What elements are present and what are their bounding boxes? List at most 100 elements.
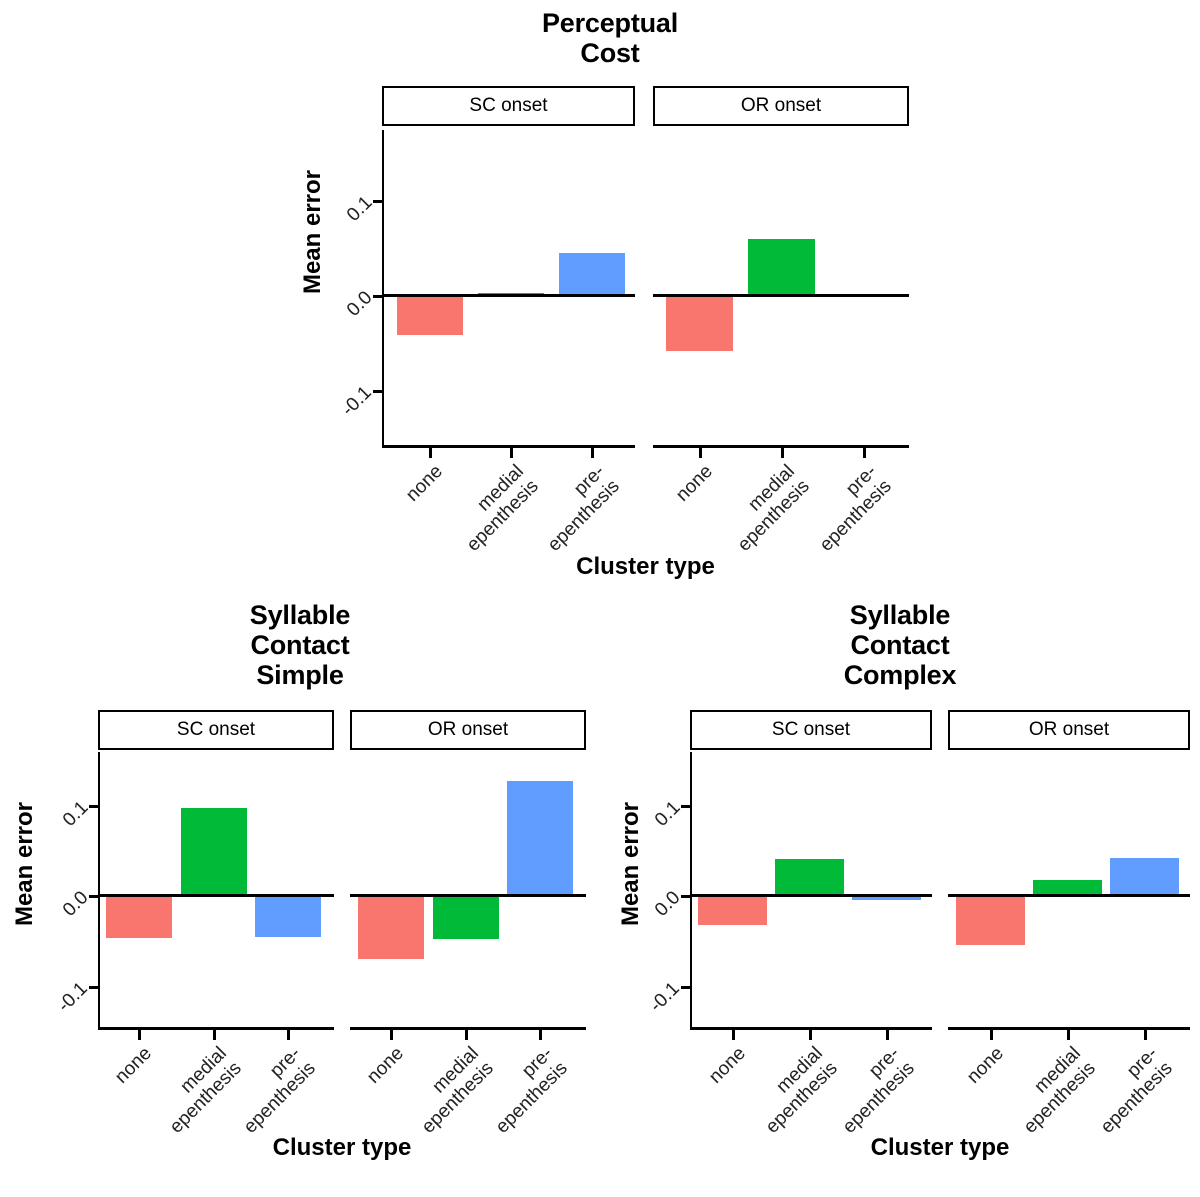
facet-sc-onset: none medial epenthesis pre- epenthesis (382, 130, 635, 556)
x-ticks-sc-onset: none medial epenthesis pre- epenthesis (98, 1030, 334, 1138)
x-axis-label: Cluster type (272, 1134, 412, 1161)
bar-none[interactable] (698, 896, 767, 925)
x-tick-mark (465, 1030, 468, 1040)
y-tick-label: -0.1 (338, 382, 377, 421)
panel-title-line2: Contact (850, 630, 950, 661)
y-tick-mark (373, 200, 382, 203)
x-axis-line (948, 1027, 1190, 1030)
x-tick-label-line1: none (672, 461, 717, 506)
x-tick-mark (591, 448, 594, 458)
x-tick-label-medial-epenthesis: medial epenthesis (448, 461, 543, 556)
x-tick-label-none: none (705, 1043, 750, 1088)
x-tick-mark (781, 448, 784, 458)
panel-syllable-contact-complex: Syllable Contact Complex Mean error SC o… (600, 600, 1200, 1197)
y-axis: 0.1 0.0 -0.1 (640, 752, 690, 1030)
bar-none[interactable] (358, 896, 424, 959)
bar-pre-epenthesis[interactable] (1110, 858, 1179, 896)
x-ticks-or-onset: none medial epenthesis pre- epenthesis (948, 1030, 1190, 1138)
y-tick-mark (681, 895, 690, 898)
panel-title-line2: Cost (580, 38, 640, 69)
y-axis-label: Mean error (11, 801, 38, 927)
y-tick-label: -0.1 (54, 978, 93, 1017)
x-tick-label-none: none (111, 1043, 156, 1088)
zero-line (382, 294, 635, 297)
bars-or-onset (653, 130, 909, 448)
bar-none[interactable] (397, 295, 463, 335)
x-ticks-or-onset: none medial epenthesis pre- epenthesis (350, 1030, 586, 1138)
panel-title-line1: Syllable (249, 600, 351, 630)
bar-pre-epenthesis[interactable] (255, 896, 321, 937)
x-tick-mark (138, 1030, 141, 1040)
x-ticks-sc-onset: none medial epenthesis pre- epenthesis (690, 1030, 932, 1138)
panel-title-line3: Simple (256, 660, 344, 691)
bar-medial-epenthesis[interactable] (181, 808, 247, 896)
bars-sc-onset (382, 130, 635, 448)
y-tick-label: 0.0 (58, 887, 93, 921)
facet-row: none medial epenthesis pre- epenthesis (98, 752, 586, 1138)
x-tick-label-none: none (963, 1043, 1008, 1088)
x-tick-mark (1144, 1030, 1147, 1040)
bar-pre-epenthesis[interactable] (559, 253, 625, 295)
bar-none[interactable] (106, 896, 172, 938)
x-tick-mark (213, 1030, 216, 1040)
x-tick-mark (510, 448, 513, 458)
bar-pre-epenthesis[interactable] (507, 781, 573, 896)
x-axis-line (690, 1027, 932, 1030)
bar-none[interactable] (956, 896, 1025, 945)
x-tick-mark (287, 1030, 290, 1040)
x-tick-label-medial-epenthesis: medial epenthesis (403, 1043, 498, 1138)
y-tick-label: 0.1 (650, 797, 685, 831)
panel-title-line1: Syllable (849, 600, 951, 630)
bar-pre-epenthesis[interactable] (852, 896, 921, 900)
bar-medial-epenthesis[interactable] (1033, 880, 1102, 896)
y-tick-mark (373, 390, 382, 393)
strip-sc-onset: SC onset (690, 710, 932, 750)
bar-medial-epenthesis[interactable] (775, 859, 844, 896)
x-tick-label-line1: none (402, 461, 447, 506)
y-axis-label: Mean error (299, 169, 326, 295)
zero-line (690, 894, 932, 897)
bars-sc-onset (98, 752, 334, 1030)
strip-row: SC onset OR onset (98, 710, 586, 750)
x-tick-label-line1: none (705, 1043, 750, 1088)
x-tick-label-pre-epenthesis: pre- epenthesis (225, 1043, 320, 1138)
y-tick-mark (89, 805, 98, 808)
panel-border (382, 130, 635, 448)
strip-row: SC onset OR onset (690, 710, 1190, 750)
panel-title-line1: Perceptual (541, 8, 679, 38)
y-tick-label: 0.0 (342, 287, 377, 321)
x-tick-mark (990, 1030, 993, 1040)
zero-line (948, 894, 1190, 897)
x-tick-label-pre-epenthesis: pre- epenthesis (477, 1043, 572, 1138)
bar-none[interactable] (666, 295, 733, 351)
panel-title-perceptual-cost: Perceptual Cost (290, 8, 930, 68)
y-tick-mark (681, 805, 690, 808)
bar-medial-epenthesis[interactable] (433, 896, 499, 939)
x-tick-label-pre-epenthesis: pre- epenthesis (801, 461, 896, 556)
x-tick-mark (886, 1030, 889, 1040)
x-tick-label-line1: none (111, 1043, 156, 1088)
panel-border (690, 752, 932, 1030)
x-tick-mark (390, 1030, 393, 1040)
facet-row: none medial epenthesis pre- epenthesis (690, 752, 1190, 1138)
panel-title-syllable-contact-simple: Syllable Contact Simple (0, 600, 600, 691)
x-tick-mark (809, 1030, 812, 1040)
y-tick-mark (373, 295, 382, 298)
strip-sc-onset: SC onset (98, 710, 334, 750)
x-tick-label-none: none (363, 1043, 408, 1088)
x-tick-label-medial-epenthesis: medial epenthesis (747, 1043, 842, 1138)
panel-syllable-contact-simple: Syllable Contact Simple Mean error SC on… (0, 600, 600, 1197)
panel-border (98, 752, 334, 1030)
panel-perceptual-cost: Perceptual Cost Mean error SC onset OR o… (290, 8, 930, 588)
zero-line (350, 894, 586, 897)
y-axis: 0.1 0.0 -0.1 (48, 752, 98, 1030)
bar-medial-epenthesis[interactable] (748, 239, 815, 295)
x-tick-label-medial-epenthesis: medial epenthesis (1005, 1043, 1100, 1138)
x-ticks-sc-onset: none medial epenthesis pre- epenthesis (382, 448, 635, 556)
facet-or-onset: none medial epenthesis pre- epenthesis (948, 752, 1190, 1138)
panel-title-syllable-contact-complex: Syllable Contact Complex (600, 600, 1200, 691)
x-axis-line (350, 1027, 586, 1030)
x-tick-label-none: none (672, 461, 717, 506)
y-tick-mark (89, 986, 98, 989)
panel-title-line2: Contact (250, 630, 350, 661)
